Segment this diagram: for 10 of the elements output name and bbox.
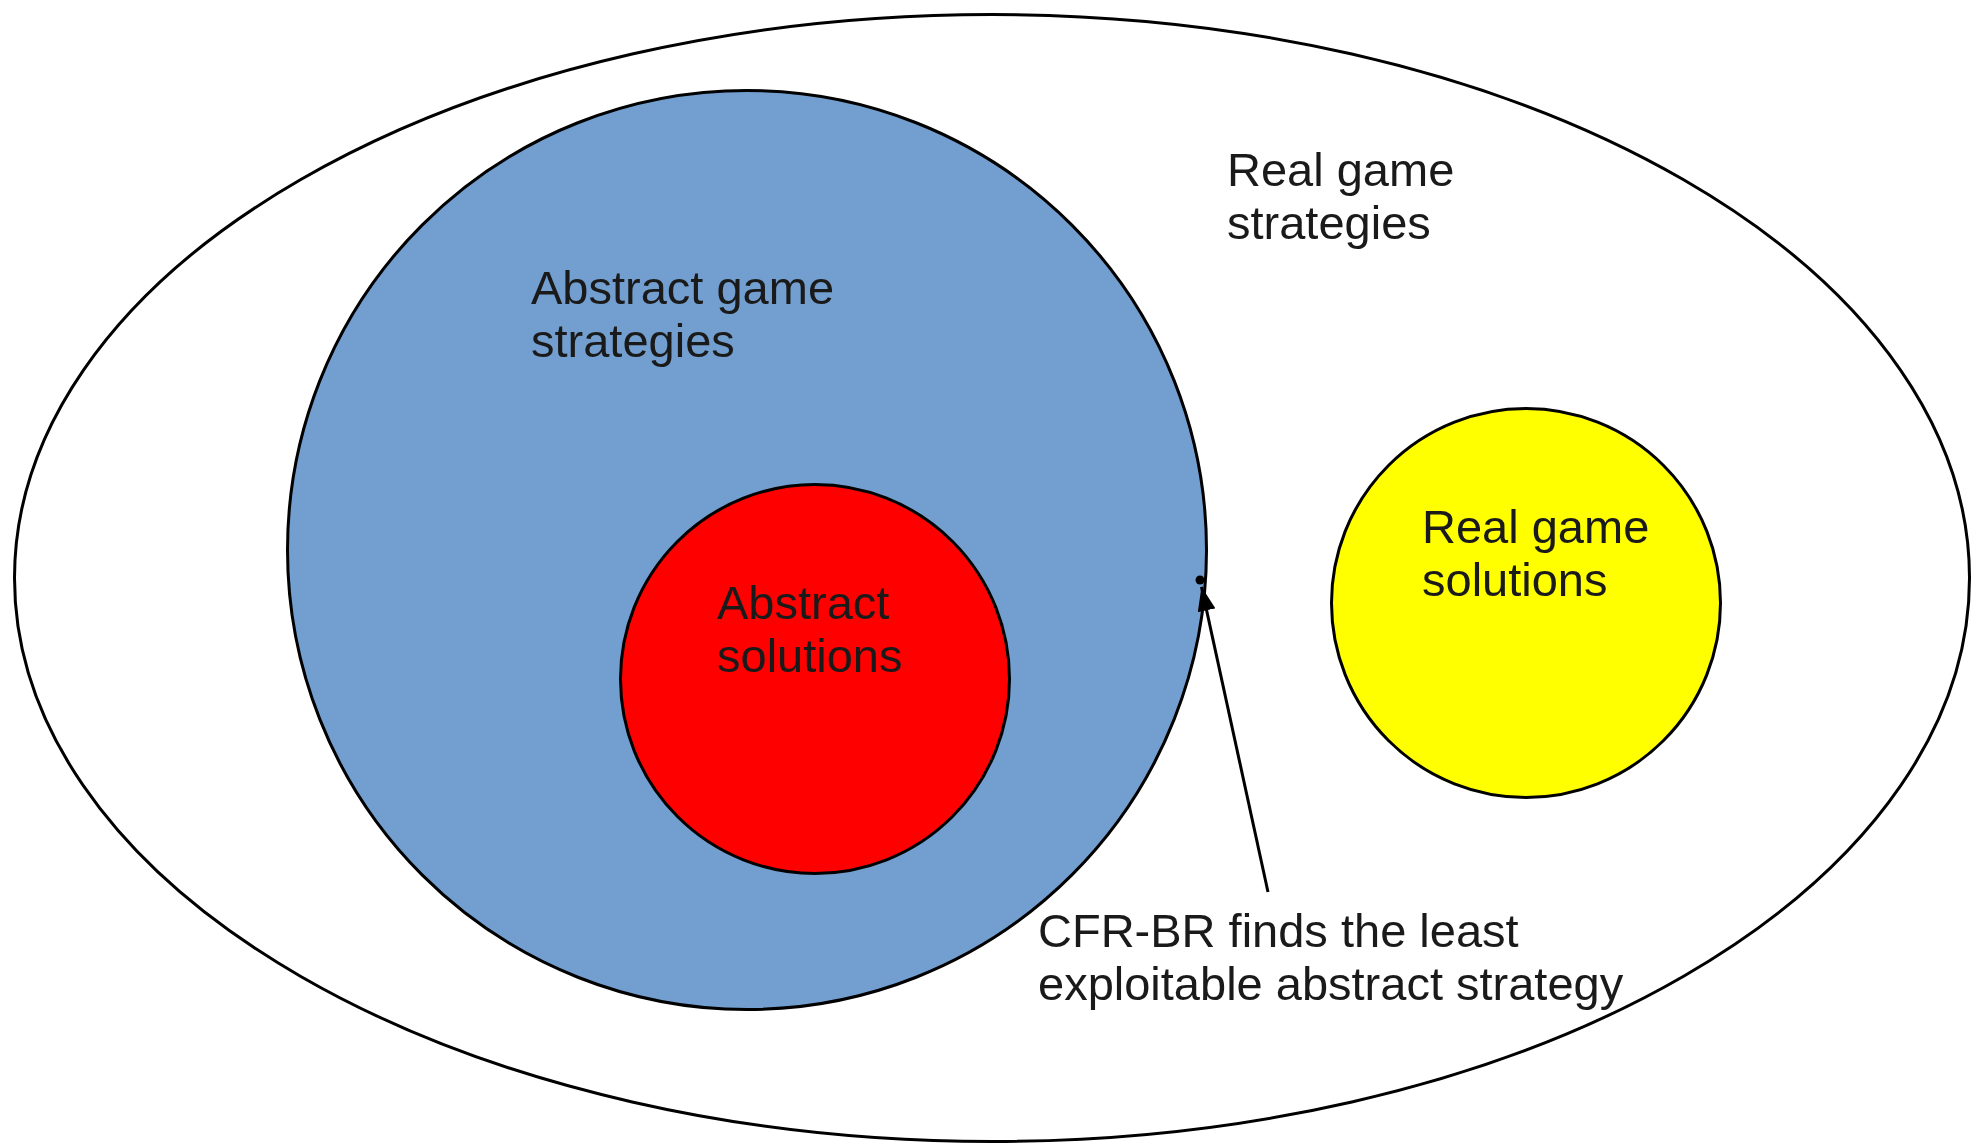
set-label: Abstract solutions	[717, 576, 904, 682]
set-label: Real game strategies	[1227, 143, 1456, 249]
set-circle	[1330, 407, 1722, 799]
set-label: CFR-BR finds the least exploitable abstract strategy	[1038, 904, 1625, 1010]
set-label: Real game solutions	[1422, 500, 1651, 606]
point-dot	[1194, 574, 1206, 586]
set-label: Abstract game strategies	[531, 261, 836, 367]
subset-circle	[619, 483, 1011, 875]
outer-set-ellipse	[13, 13, 1971, 1143]
arrow	[1197, 586, 1270, 893]
